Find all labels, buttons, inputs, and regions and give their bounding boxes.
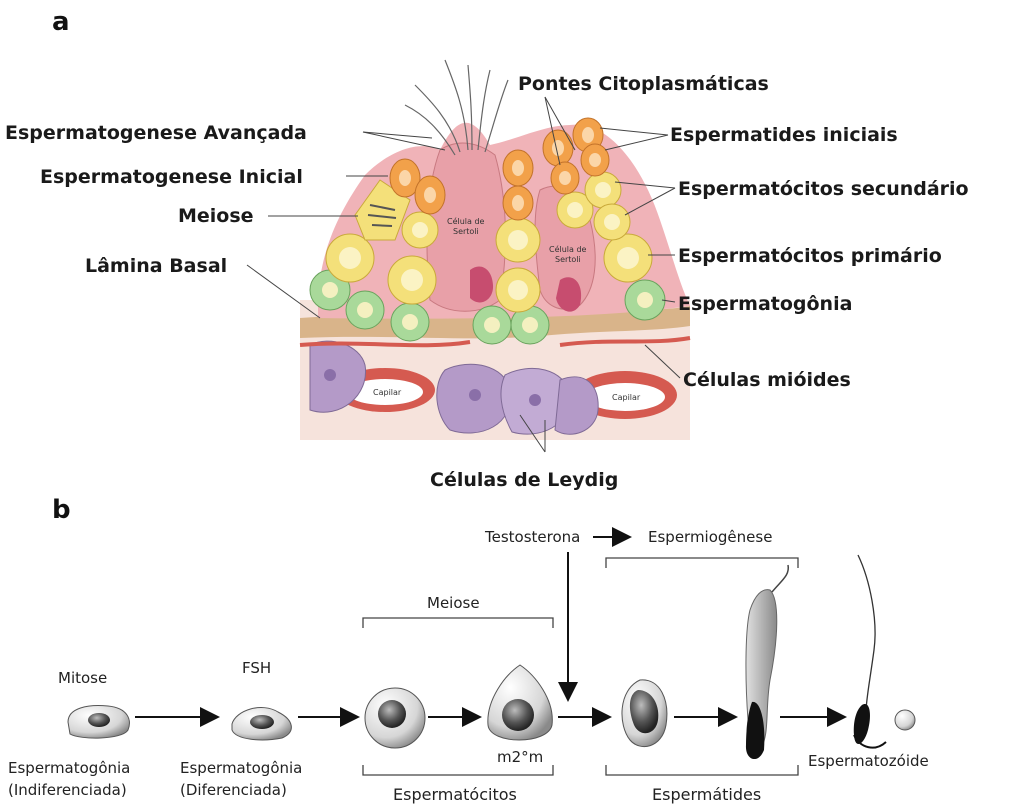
- residual-body: [895, 710, 915, 730]
- label-espermatozoide: Espermatozóide: [808, 752, 929, 770]
- panel-a-letter: a: [52, 7, 70, 37]
- round-spermatid-cell: [622, 680, 667, 747]
- elongating-spermatid-cell: [746, 565, 788, 759]
- label-espermatides: Espermátides: [652, 785, 761, 804]
- label-lamina: Lâmina Basal: [85, 255, 227, 277]
- label-espermatogonia-dif-2: (Diferenciada): [180, 781, 287, 799]
- label-testosterona: Testosterona: [484, 528, 580, 546]
- label-espermatogonia-ind-2: (Indiferenciada): [8, 781, 127, 799]
- label-m2m: m2°m: [497, 748, 543, 766]
- spermatogonia-undiff-cell: [68, 706, 129, 739]
- label-leydig: Células de Leydig: [430, 469, 618, 491]
- label-fsh: FSH: [242, 659, 271, 677]
- leydig-nucleus: [529, 394, 541, 406]
- label-meiose-a: Meiose: [178, 205, 254, 227]
- label-espermatocitos-sec: Espermatócitos secundário: [678, 178, 969, 200]
- bracket-espermatocitos: [363, 765, 553, 775]
- leydig-nucleus: [469, 389, 481, 401]
- label-espermatocitos: Espermatócitos: [393, 785, 517, 804]
- flagella: [405, 60, 508, 155]
- label-espermatocitos-prim: Espermatócitos primário: [678, 245, 942, 267]
- bracket-meiose: [363, 618, 553, 628]
- capillary-right-label: Capilar: [612, 393, 641, 402]
- label-pontes: Pontes Citoplasmáticas: [518, 73, 769, 95]
- leydig-cell: [555, 377, 598, 434]
- spermatozoon: [854, 555, 886, 748]
- label-espermatogonia-a: Espermatogônia: [678, 293, 852, 315]
- leydig-nucleus: [324, 369, 336, 381]
- sertoli-label-2b: Sertoli: [555, 255, 581, 264]
- label-mitose: Mitose: [58, 669, 107, 687]
- sertoli-label-1a: Célula de: [447, 216, 485, 226]
- secondary-spermatocyte-cell: [488, 665, 552, 740]
- label-mioides: Células mióides: [683, 369, 851, 391]
- label-espermatogonia-ind-1: Espermatogônia: [8, 759, 130, 777]
- spermatogonia-diff-cell: [232, 708, 291, 740]
- label-espermiogenese: Espermiogênese: [648, 528, 772, 546]
- seminiferous-tubule-illustration: Capilar Capilar Célula de Sertoli Célula…: [300, 60, 690, 440]
- label-esp-inicial: Espermatogenese Inicial: [40, 166, 303, 188]
- sertoli-label-1b: Sertoli: [453, 227, 479, 236]
- bracket-espermiogenese: [606, 558, 798, 568]
- label-meiose-b: Meiose: [427, 594, 480, 612]
- label-espermatogonia-dif-1: Espermatogônia: [180, 759, 302, 777]
- label-esp-avancada: Espermatogenese Avançada: [5, 122, 307, 144]
- panel-b-letter: b: [52, 495, 71, 525]
- sertoli-label-2a: Célula de: [549, 244, 587, 254]
- bracket-espermatides: [606, 765, 798, 775]
- capillary-left-label: Capilar: [373, 388, 402, 397]
- primary-spermatocyte-cell: [365, 688, 425, 748]
- label-espermatides-iniciais: Espermatides iniciais: [670, 124, 898, 146]
